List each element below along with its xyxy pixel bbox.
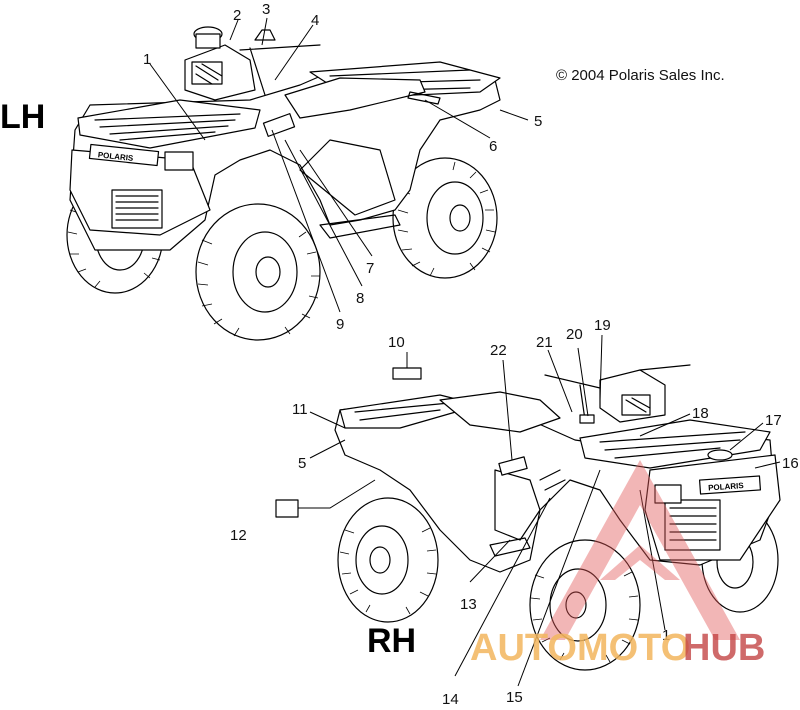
- rh-callout-17: 17: [765, 412, 782, 429]
- watermark-logo: [540, 460, 740, 640]
- rh-brand-badge: POLARIS: [708, 481, 745, 493]
- lh-callout-1: 1: [143, 51, 151, 68]
- lh-atv-drawing: POLARIS: [66, 26, 501, 341]
- rh-callout-16: 16: [782, 455, 799, 472]
- rh-atv-drawing: POLARIS: [334, 364, 781, 671]
- rh-callout-5: 5: [298, 455, 306, 472]
- rh-callout-18: 18: [692, 405, 709, 422]
- lh-view-label: LH: [0, 98, 45, 136]
- lh-callout-4: 4: [311, 12, 319, 29]
- rh-callout-15: 15: [506, 689, 523, 706]
- lh-brand-badge: POLARIS: [97, 150, 134, 163]
- decal-12-box: [275, 499, 299, 518]
- decal-10-box: [392, 367, 422, 380]
- rh-leader-lines: [298, 334, 781, 687]
- lh-callout-7: 7: [366, 260, 374, 277]
- rh-callout-12: 12: [230, 527, 247, 544]
- lh-callout-6: 6: [489, 138, 497, 155]
- lh-callout-9: 9: [336, 316, 344, 333]
- lh-callout-5: 5: [534, 113, 542, 130]
- watermark-text-part1: AUTOMOTO: [470, 627, 690, 669]
- rh-callout-11: 11: [292, 401, 308, 418]
- rh-callout-20: 20: [566, 326, 583, 343]
- lh-callout-2: 2: [233, 7, 241, 24]
- rh-view-label: RH: [367, 622, 416, 660]
- rh-callout-21: 21: [536, 334, 553, 351]
- watermark-text-part2: HUB: [683, 627, 765, 669]
- rh-callout-19: 19: [594, 317, 611, 334]
- rh-callout-22: 22: [490, 342, 507, 359]
- copyright-text: © 2004 Polaris Sales Inc.: [556, 67, 725, 84]
- rh-callout-13: 13: [460, 596, 477, 613]
- lh-callout-8: 8: [356, 290, 364, 307]
- lh-leader-lines: [149, 17, 529, 313]
- rh-callout-10: 10: [388, 334, 405, 351]
- rh-callout-1: 1: [662, 627, 670, 644]
- rh-callout-14: 14: [442, 691, 459, 708]
- lh-callout-3: 3: [262, 1, 270, 18]
